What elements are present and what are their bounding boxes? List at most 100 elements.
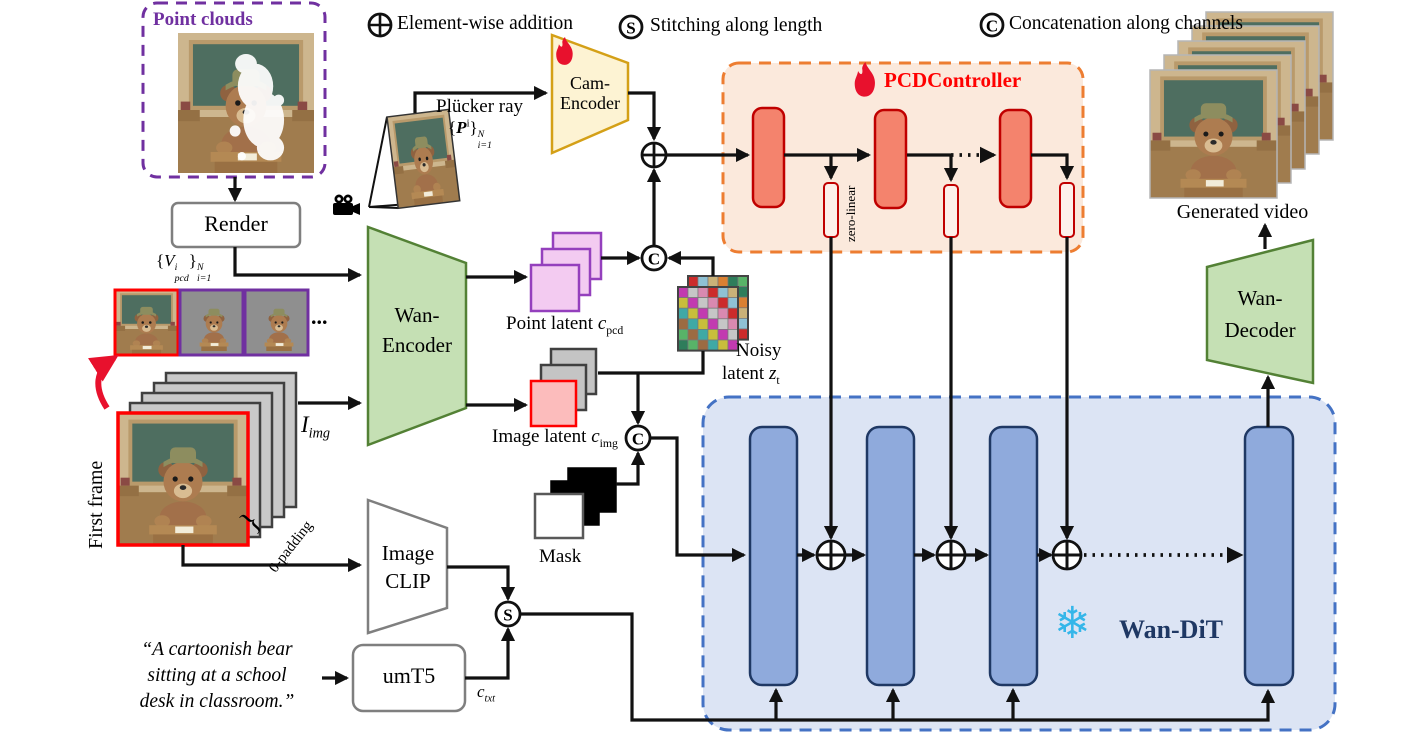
frame-3-border — [243, 288, 310, 357]
zero-linear-label: zero-linear — [843, 185, 858, 242]
noise-cell — [697, 318, 709, 330]
stitch-op: S — [494, 600, 522, 628]
noise-cell — [687, 329, 699, 341]
pcd-controller-title: PCDController — [884, 68, 1022, 92]
input-frame-stack — [116, 371, 298, 547]
arrow-umt5-to-stitch — [465, 626, 516, 680]
noise-cell — [677, 297, 689, 309]
noise-cell — [717, 275, 729, 287]
noise-cell — [737, 286, 749, 298]
add-op-cam — [640, 141, 668, 169]
cam-encoder — [550, 33, 630, 155]
line-noisy-to-junction — [598, 351, 705, 375]
arrow-firstframe-to-clip — [181, 545, 363, 573]
legend-concat-icon: C — [979, 12, 1005, 38]
zero-linear-block-1 — [823, 182, 839, 238]
plucker-ray-label: Plücker ray — [436, 96, 524, 117]
first-frame-label: First frame — [85, 460, 107, 549]
pcd-block-3 — [998, 108, 1033, 209]
noise-cell — [687, 297, 699, 309]
text-prompt: “A cartoonish bear sitting at a school d… — [139, 639, 295, 712]
pcd-block-2 — [873, 108, 908, 210]
noise-cell — [677, 339, 689, 351]
arrow-mask-to-concat2 — [616, 450, 646, 486]
noise-cell — [677, 307, 689, 320]
image-latent-label: Image latent cimg — [492, 426, 618, 450]
point-clouds-title: Point clouds — [153, 9, 253, 30]
mask-label: Mask — [539, 546, 582, 567]
noise-cell — [677, 329, 689, 341]
noise-cell — [697, 286, 709, 298]
arrow-cam-encoder-to-add — [628, 91, 662, 142]
legend-add-icon — [367, 12, 393, 38]
noisy-latent-label-1: Noisy — [736, 340, 782, 361]
arrow-clip-to-stitch — [447, 565, 516, 602]
noisy-latent-grid-front — [677, 286, 739, 351]
arrow-render-to-wan-encoder — [233, 247, 363, 283]
noise-cell — [717, 318, 729, 330]
arrow-noisy-to-concat1 — [666, 250, 715, 276]
svg-text:C: C — [648, 250, 660, 269]
rendered-frames — [113, 288, 310, 357]
noise-cell — [737, 296, 749, 309]
zero-linear-block-2 — [943, 184, 959, 238]
frame-2-border — [178, 288, 245, 357]
dit-block-4 — [1243, 425, 1295, 687]
image-clip-label-1: Image — [381, 541, 435, 565]
noise-cell — [727, 275, 739, 287]
dit-block-1 — [748, 425, 799, 687]
frame-1-border — [113, 288, 180, 357]
svg-text:C: C — [986, 17, 998, 36]
noise-cell — [707, 286, 719, 298]
noise-cell — [687, 339, 699, 351]
point-latent-label: Point latent cpcd — [506, 313, 624, 337]
wan-dit-title: Wan-DiT — [1119, 615, 1224, 644]
connectors — [181, 85, 1276, 722]
legend-add-label: Element-wise addition — [397, 13, 573, 34]
legend-stitch-label: Stitching along length — [650, 15, 823, 36]
dit-add-op-2 — [935, 539, 967, 571]
dit-add-op-3 — [1051, 539, 1083, 571]
noise-cell — [737, 307, 749, 319]
first-frame-image — [118, 413, 248, 545]
cam-encoder-label-1: Cam- — [570, 73, 610, 93]
plucker-frustum — [368, 108, 461, 210]
noise-cell — [687, 307, 699, 320]
mask-stack — [533, 467, 617, 540]
noise-cell — [697, 329, 709, 341]
operators: S C C C S — [367, 12, 1083, 628]
generated-video-stack — [1149, 11, 1334, 199]
cam-encoder-label-2: Encoder — [560, 93, 620, 113]
svg-text:C: C — [632, 430, 644, 449]
noise-cell — [707, 318, 719, 330]
concat-op-image: C — [624, 424, 652, 452]
svg-text:S: S — [503, 606, 512, 625]
iimg-label: Iimg — [301, 412, 331, 442]
noise-cell — [707, 307, 719, 320]
wan-decoder — [1205, 238, 1315, 385]
point-cloud-image — [178, 33, 314, 173]
dit-block-3 — [988, 425, 1039, 687]
noisy-latent-label-2: latent zt — [722, 363, 780, 387]
noise-cell — [727, 286, 739, 298]
noise-cell — [737, 328, 749, 340]
arrow-plucker-to-cam-encoder — [413, 85, 549, 113]
snowflake-icon: ❄ — [1054, 598, 1091, 649]
noise-cell — [717, 329, 729, 341]
noise-cell — [727, 318, 739, 330]
image-clip-label-2: CLIP — [385, 569, 431, 593]
ctxt-label: ctxt — [477, 682, 496, 705]
wan-decoder-label-1: Wan- — [1237, 286, 1283, 310]
umt5-label: umT5 — [382, 663, 436, 688]
image-latent-stack — [529, 347, 598, 428]
noise-cell — [717, 339, 729, 351]
generated-video-label: Generated video — [1176, 201, 1309, 223]
svg-text:S: S — [626, 19, 635, 38]
concat-op-point: C — [640, 244, 668, 272]
noise-cell — [677, 286, 689, 298]
frames-ellipsis: ... — [311, 304, 328, 329]
